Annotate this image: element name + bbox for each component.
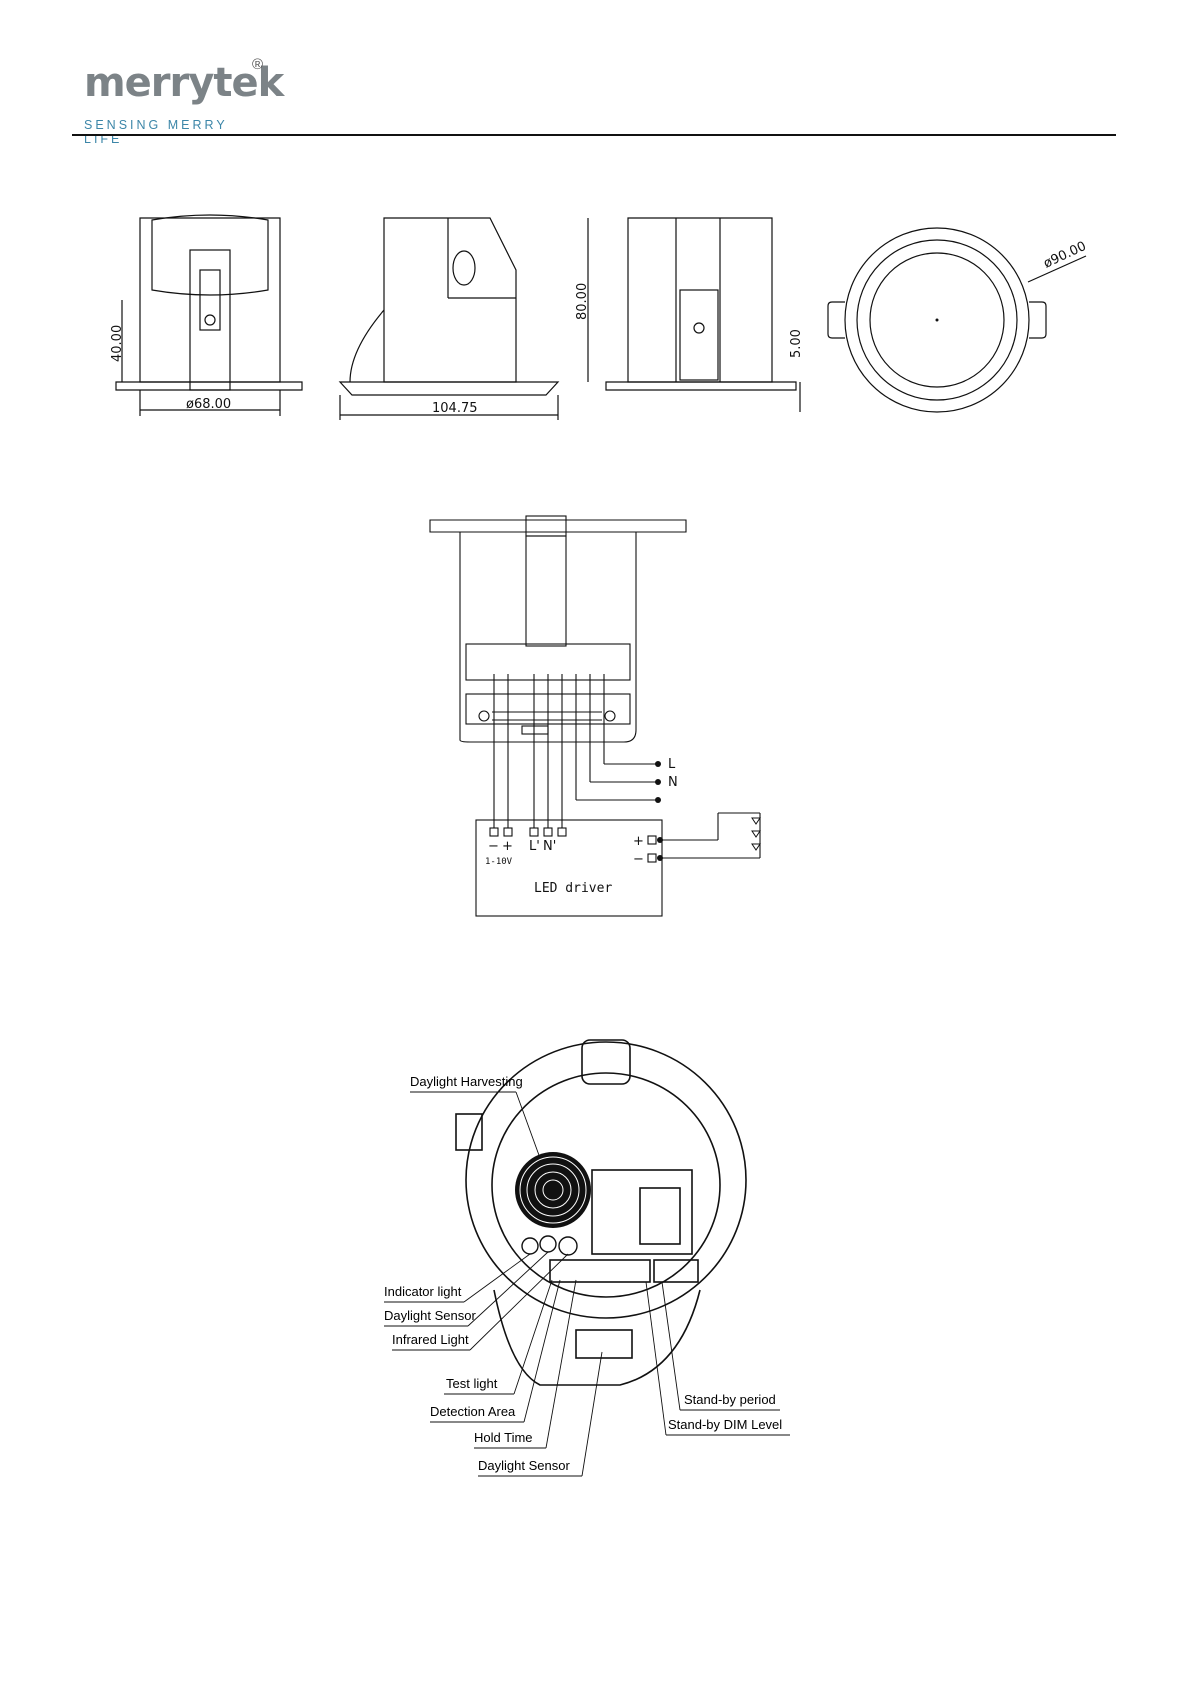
dim-range-label: 1-10V <box>485 857 513 867</box>
callout-detection-area: Detection Area <box>430 1404 516 1419</box>
brand-tagline: SENSING MERRY LIFE <box>84 118 272 146</box>
registered-mark: ® <box>252 56 263 73</box>
terminal-L-label: L <box>668 757 676 772</box>
n-prime-label: N' <box>543 839 556 854</box>
wiring-diagram: L N − + 1-10V L' N' + − LED driver <box>0 500 1192 950</box>
callout-standby-dim-level: Stand-by DIM Level <box>668 1417 782 1432</box>
terminal-N-label: N <box>668 775 678 790</box>
brand-logo: merrytek ® SENSING MERRY LIFE <box>72 60 272 134</box>
dim-width-side: 104.75 <box>432 401 478 416</box>
callout-standby-period: Stand-by period <box>684 1392 776 1407</box>
dim-flange: 5.00 <box>789 329 804 358</box>
driver-minus-label: − <box>488 839 499 854</box>
callout-indicator-light: Indicator light <box>384 1284 462 1299</box>
output-minus-label: − <box>633 852 644 867</box>
dim-outer-diameter: ø90.00 <box>1041 239 1088 272</box>
side-view <box>340 218 558 420</box>
callout-daylight-harvesting: Daylight Harvesting <box>410 1074 523 1089</box>
output-plus-label: + <box>633 834 644 849</box>
led-driver-label: LED driver <box>534 881 612 896</box>
dim-total-height: 80.00 <box>575 283 590 320</box>
dimension-drawings: 40.00 ø68.00 104.75 80.00 5.00 ø90.00 <box>0 190 1192 490</box>
l-prime-label: L' <box>529 839 540 854</box>
callout-daylight-sensor-knob: Daylight Sensor <box>478 1458 570 1473</box>
dim-height-front: 40.00 <box>110 325 125 362</box>
sensor-controls-illustration: Daylight Harvesting Indicator light Dayl… <box>0 1040 1192 1490</box>
callout-daylight-sensor: Daylight Sensor <box>384 1308 476 1323</box>
callout-test-light: Test light <box>446 1376 498 1391</box>
dim-diameter-front: ø68.00 <box>186 397 231 412</box>
rear-view <box>588 218 800 412</box>
driver-plus-label: + <box>502 839 513 854</box>
header-divider <box>72 134 1116 136</box>
callout-hold-time: Hold Time <box>474 1430 533 1445</box>
callout-infrared-light: Infrared Light <box>392 1332 469 1347</box>
front-view <box>116 215 302 416</box>
led-string <box>752 818 760 850</box>
